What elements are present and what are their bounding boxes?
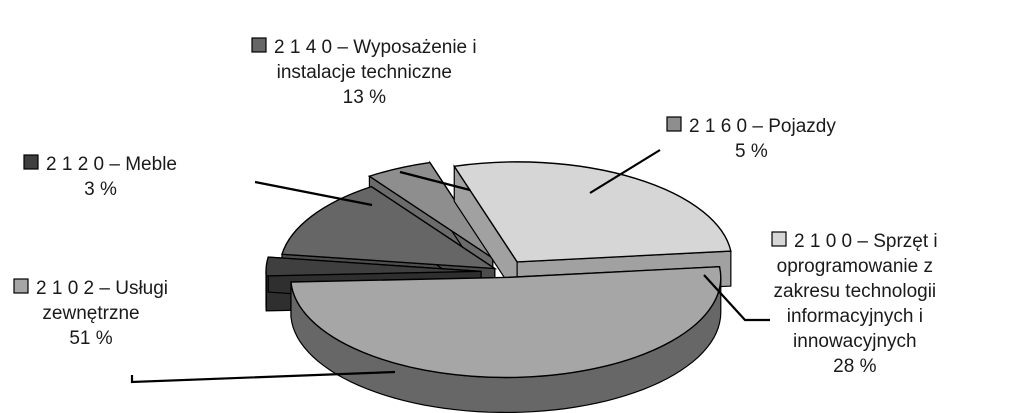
- slice-2102: [290, 265, 722, 413]
- leader-lines: [130, 149, 770, 384]
- category-code-2120: 2 1 2 0 – Meble: [46, 154, 177, 175]
- slice-2120-top: [265, 256, 482, 277]
- leader-line-2160: [589, 149, 661, 194]
- category-code-2100: 2 1 0 0 – Sprzęt i: [794, 231, 938, 252]
- legend-swatch-2120: [23, 154, 39, 170]
- leader-line-2120: [254, 180, 373, 207]
- legend-swatch-2140: [251, 37, 267, 53]
- label-2160: 2 1 6 0 – Pojazdy 5 %: [666, 116, 836, 162]
- slice-2100: [453, 161, 732, 299]
- label-2140: 2 1 4 0 – Wyposażenie i instalacje techni…: [251, 37, 477, 108]
- category-code-2140: 2 1 4 0 – Wyposażenie i: [274, 37, 477, 58]
- category-line-2100: innowacyjnych: [793, 331, 917, 352]
- slice-2102-top: [290, 265, 722, 379]
- percent-label-2120: 3 %: [84, 179, 117, 200]
- label-2102: 2 1 0 2 – Usługi zewnętrzne 51 %: [13, 278, 168, 349]
- legend-swatch-2102: [13, 278, 29, 294]
- legend-swatch-2160: [666, 116, 682, 132]
- percent-label-2140: 13 %: [343, 87, 386, 108]
- category-line-2100: oprogramowanie z: [777, 256, 933, 277]
- slice-2100-top: [453, 161, 732, 263]
- percent-label-2160: 5 %: [735, 141, 768, 162]
- leader-line-2102: [130, 370, 396, 384]
- category-line-2102: zewnętrzne: [42, 303, 139, 324]
- label-2100: 2 1 0 0 – Sprzęt i oprogramowanie z zakres…: [771, 231, 938, 377]
- label-2120: 2 1 2 0 – Meble 3 %: [23, 154, 177, 200]
- leader-line-2140: [399, 170, 471, 192]
- category-line-2100: zakresu technologii: [774, 281, 937, 302]
- category-line-2100: informacyjnych i: [787, 306, 923, 327]
- slice-2160-top: [367, 161, 494, 259]
- percent-label-2100: 28 %: [833, 356, 876, 377]
- category-code-2160: 2 1 6 0 – Pojazdy: [689, 116, 836, 137]
- legend-swatch-2100: [771, 231, 787, 247]
- pie-slices: [265, 160, 732, 413]
- leader-line-2100: [703, 274, 770, 322]
- slice-2140-top: [281, 185, 498, 270]
- category-code-2102: 2 1 0 2 – Usługi: [36, 278, 168, 299]
- slice-labels: 2 1 0 0 – Sprzęt i oprogramowanie z zakres…: [13, 37, 938, 377]
- category-line-2140: instalacje techniczne: [277, 62, 452, 83]
- percent-label-2102: 51 %: [69, 328, 112, 349]
